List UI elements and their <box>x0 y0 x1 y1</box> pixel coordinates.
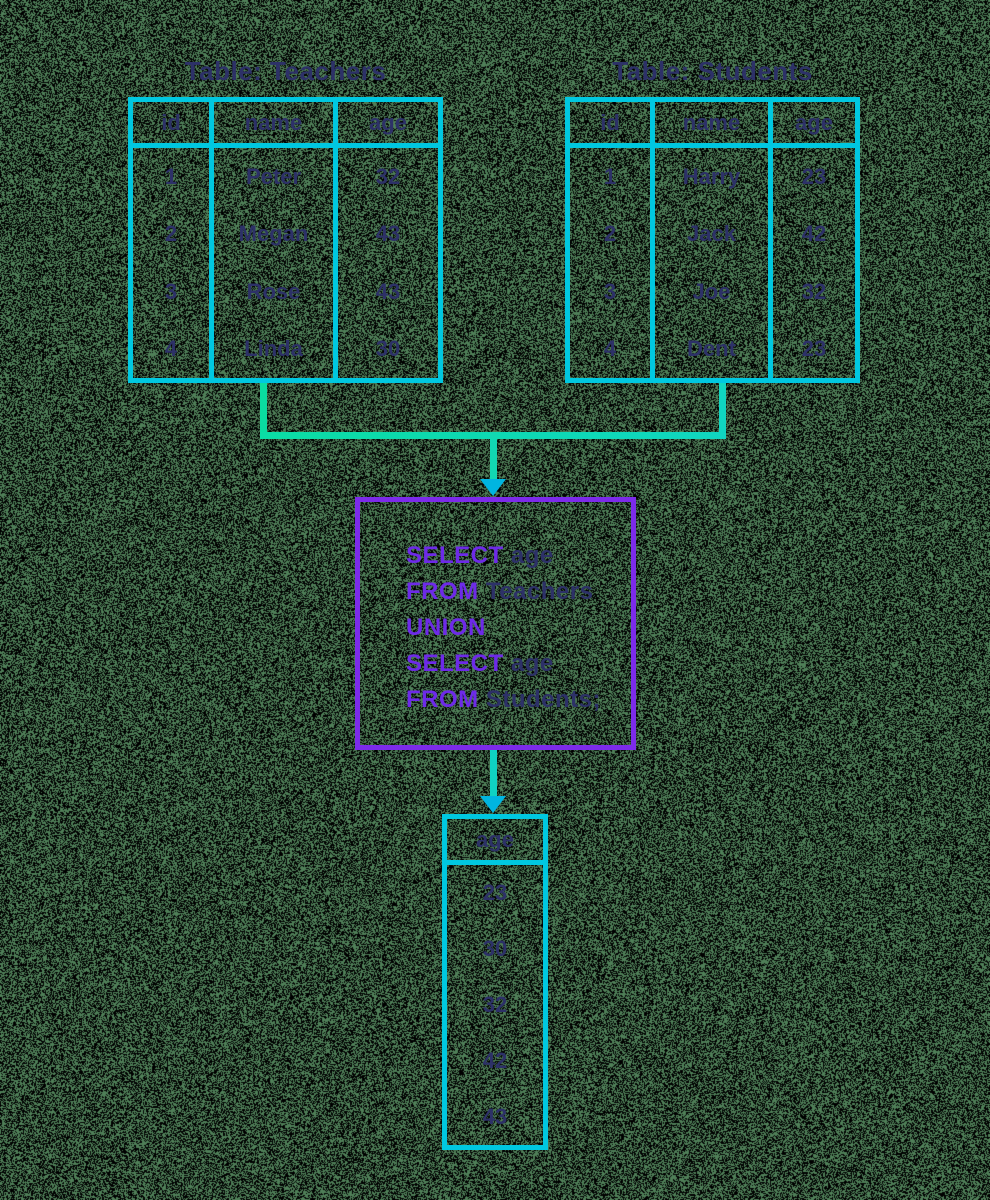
table-cell: Megan <box>214 206 338 264</box>
table-cell: 4 <box>570 321 655 379</box>
result-table: age 23 30 32 42 43 <box>442 814 548 1150</box>
table-cell: Joe <box>655 263 773 321</box>
teachers-header-name: name <box>214 102 338 148</box>
sql-keyword: FROM <box>406 686 486 713</box>
teachers-table-title: Table: Teachers <box>128 56 443 87</box>
sql-identifier: age <box>511 650 554 677</box>
sql-keyword: UNION <box>406 614 486 641</box>
table-cell: 30 <box>338 321 438 379</box>
sql-identifier: Teachers <box>486 578 594 605</box>
sql-line: FROM Students; <box>406 682 631 718</box>
table-cell: 32 <box>447 977 543 1033</box>
students-header-age: age <box>773 102 855 148</box>
sql-keyword: SELECT <box>406 650 511 677</box>
table-cell: 23 <box>773 148 855 206</box>
sql-identifier: age <box>511 542 554 569</box>
table-cell: 1 <box>133 148 214 206</box>
result-header-age: age <box>447 819 543 865</box>
table-cell: Rose <box>214 263 338 321</box>
table-cell: 42 <box>447 1033 543 1089</box>
students-header-name: name <box>655 102 773 148</box>
table-cell: 23 <box>447 865 543 921</box>
sql-query-box: SELECT age FROM Teachers UNION SELECT ag… <box>355 497 636 750</box>
table-cell: Dent <box>655 321 773 379</box>
teachers-connector-line <box>260 383 267 439</box>
table-cell: 23 <box>773 321 855 379</box>
table-cell: 32 <box>338 148 438 206</box>
table-cell: 43 <box>338 263 438 321</box>
table-cell: Jack <box>655 206 773 264</box>
sql-line: FROM Teachers <box>406 574 631 610</box>
teachers-header-age: age <box>338 102 438 148</box>
arrow-to-sql-stem <box>490 432 497 480</box>
table-cell: 32 <box>773 263 855 321</box>
arrow-to-result-stem <box>490 750 497 797</box>
table-cell: 43 <box>338 206 438 264</box>
students-table-title: Table: Students <box>565 56 860 87</box>
arrow-down-icon <box>480 479 506 496</box>
table-cell: 42 <box>773 206 855 264</box>
students-table: id name age 1 Harry 23 2 Jack 42 3 Joe 3… <box>565 97 860 383</box>
table-cell: 30 <box>447 921 543 977</box>
sql-line: SELECT age <box>406 646 631 682</box>
arrow-down-icon <box>480 796 506 813</box>
sql-identifier: Students; <box>486 686 601 713</box>
sql-keyword: SELECT <box>406 542 511 569</box>
table-cell: 1 <box>570 148 655 206</box>
table-cell: Linda <box>214 321 338 379</box>
table-cell: 3 <box>570 263 655 321</box>
table-cell: Peter <box>214 148 338 206</box>
table-cell: 2 <box>133 206 214 264</box>
table-cell: 3 <box>133 263 214 321</box>
sql-keyword: FROM <box>406 578 486 605</box>
table-cell: Harry <box>655 148 773 206</box>
table-cell: 43 <box>447 1089 543 1145</box>
table-cell: 2 <box>570 206 655 264</box>
students-connector-line <box>719 383 726 439</box>
students-header-id: id <box>570 102 655 148</box>
teachers-table: id name age 1 Peter 32 2 Megan 43 3 Rose… <box>128 97 443 383</box>
sql-line: UNION <box>406 610 631 646</box>
teachers-header-id: id <box>133 102 214 148</box>
table-cell: 4 <box>133 321 214 379</box>
sql-line: SELECT age <box>406 538 631 574</box>
